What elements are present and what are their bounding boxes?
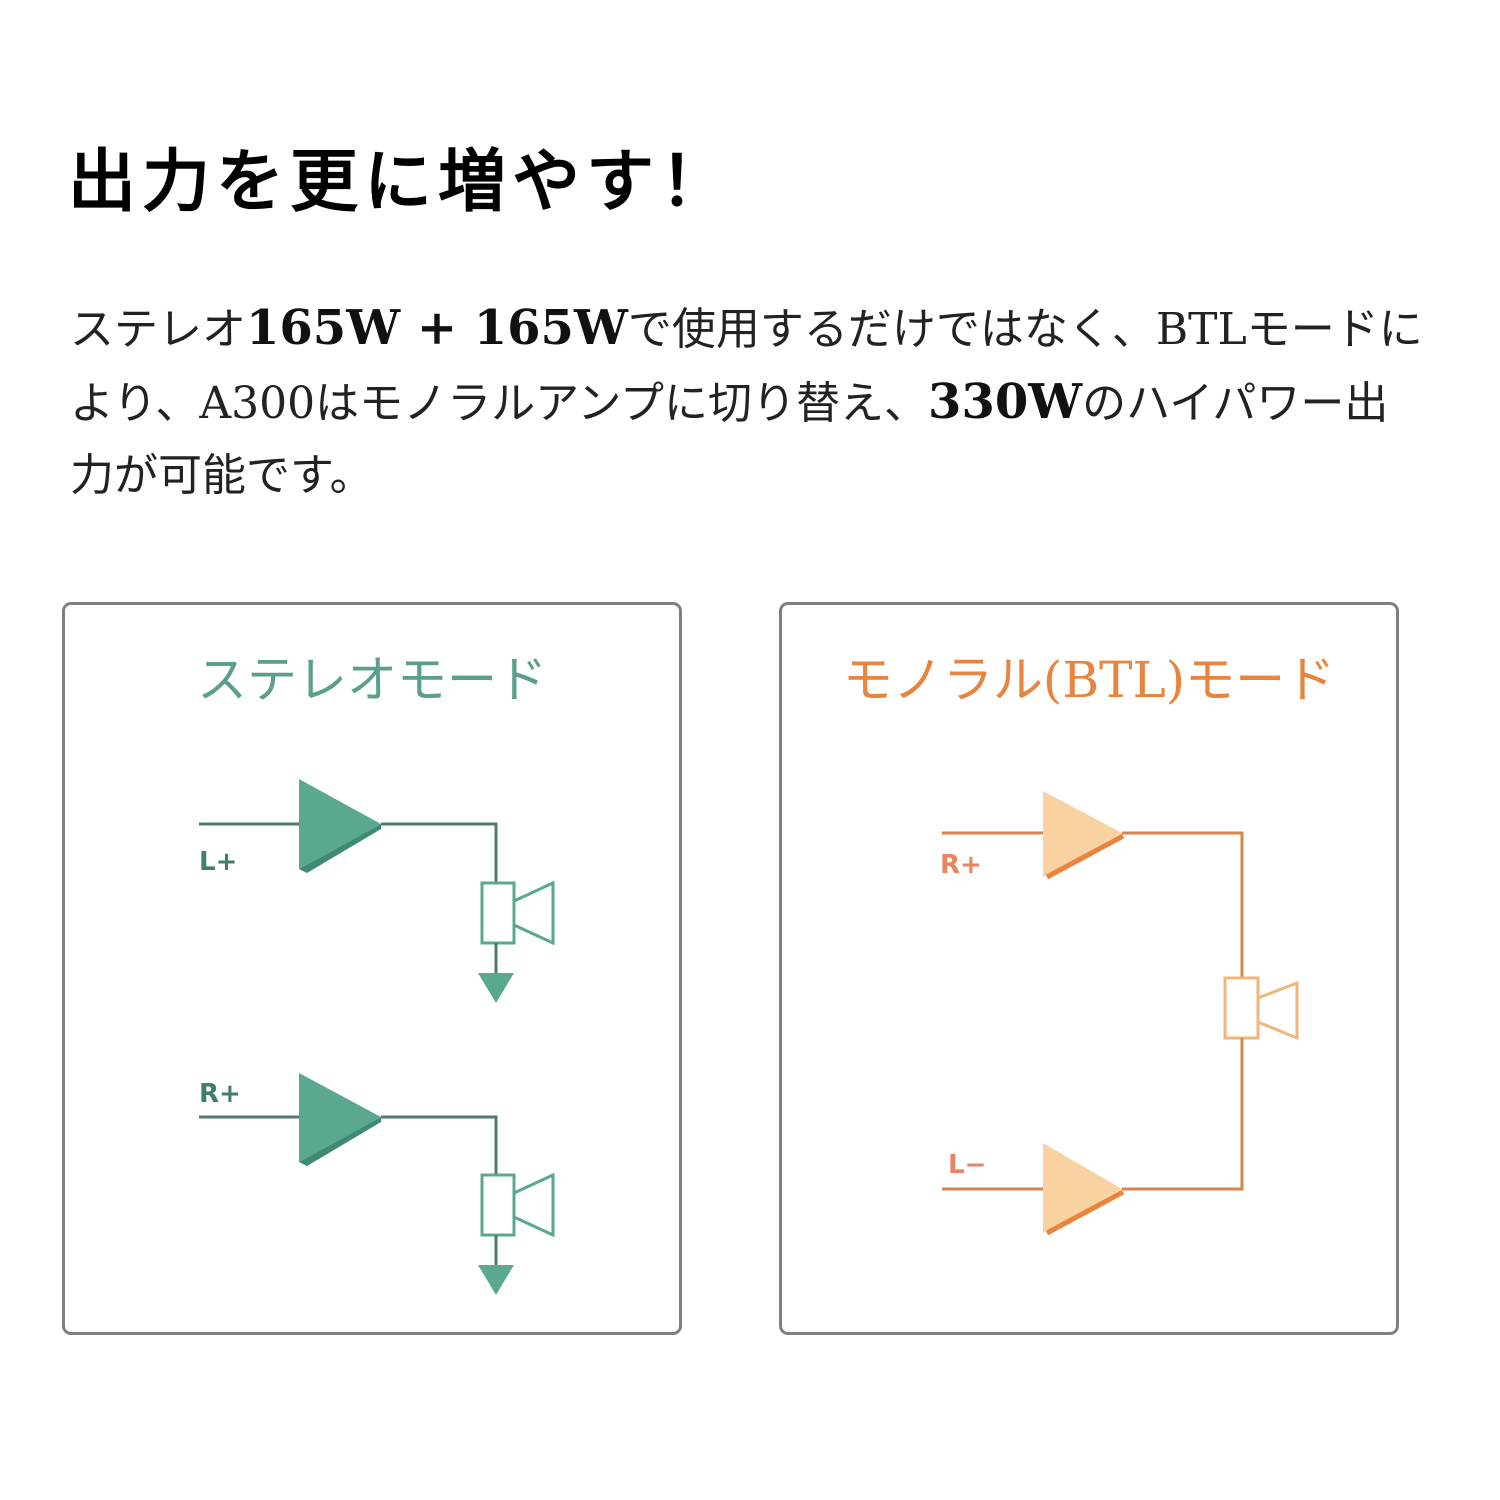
speaker-icon [480, 880, 555, 946]
stereo-diagram: L+ R+ [199, 779, 555, 1295]
amp-channel-l-minus: L− [942, 1038, 1244, 1236]
amp-channel-l: L+ [199, 779, 555, 1003]
amplifier-icon [299, 1073, 381, 1162]
page-heading: 出力を更に増やす！ [68, 142, 735, 222]
ground-icon [478, 973, 514, 1003]
channel-label: R+ [199, 1079, 241, 1109]
desc-text-2: で使用するだけではなく、BTLモードにより、A300はモノラルアンプに切り替え、 [70, 304, 1423, 429]
stereo-mode-title: ステレオモード [197, 651, 547, 709]
ground-icon [478, 1265, 514, 1295]
desc-text-1: ステレオ [70, 304, 246, 355]
amplifier-icon [1043, 1143, 1122, 1233]
speaker-icon [480, 1172, 555, 1238]
stereo-power-value: 165W + 165W [246, 300, 628, 356]
channel-label: L− [948, 1150, 986, 1180]
amplifier-icon [299, 779, 381, 869]
mono-btl-mode-panel: モノラル(BTL)モード R+ L− [779, 602, 1399, 1335]
amplifier-icon [1043, 791, 1122, 877]
description: ステレオ165W + 165Wで使用するだけではなく、BTLモードにより、A30… [70, 292, 1430, 512]
desc-text-3: のハイパワー出力が可能です。 [70, 378, 1389, 501]
stereo-mode-panel: ステレオモード L+ R [62, 602, 682, 1335]
amp-channel-r: R+ [199, 1073, 555, 1295]
speaker-icon [1223, 976, 1299, 1041]
btl-diagram: R+ L− [940, 791, 1299, 1236]
amp-channel-r-plus: R+ [940, 791, 1244, 978]
channel-label: L+ [199, 847, 237, 877]
channel-label: R+ [940, 850, 982, 880]
mono-btl-mode-title: モノラル(BTL)モード [842, 651, 1336, 709]
mono-power-value: 330W [928, 374, 1083, 430]
